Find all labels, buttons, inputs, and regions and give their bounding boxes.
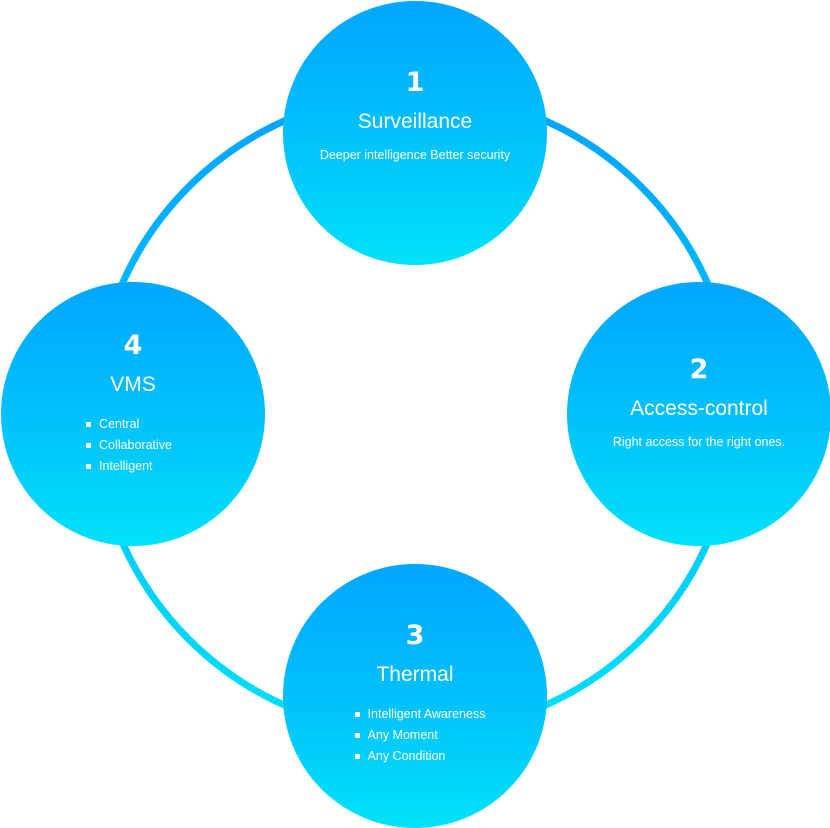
step-bullet-list: Intelligent Awareness Any Moment Any Con… — [354, 704, 486, 767]
step-number: 1 — [405, 67, 425, 98]
bullet-item: Central — [86, 414, 172, 435]
bullet-item: Any Moment — [354, 725, 486, 746]
step-title: Thermal — [376, 663, 454, 686]
bullet-item: Intelligent — [86, 456, 172, 477]
step-number: 3 — [405, 620, 425, 651]
step-bullet-list: Central Collaborative Intelligent — [86, 414, 172, 477]
bullet-item: Collaborative — [86, 435, 172, 456]
step-description: Right access for the right ones. — [612, 435, 786, 449]
step-description: Deeper intelligence Better security — [319, 148, 511, 162]
step-number: 4 — [123, 330, 143, 361]
step-title: Surveillance — [357, 110, 473, 133]
step-access-control: 2 Access-control Right access for the ri… — [567, 282, 830, 546]
step-number: 2 — [689, 354, 709, 385]
step-surveillance: 1 Surveillance Deeper intelligence Bette… — [283, 1, 547, 265]
step-vms: 4 VMS Central Collaborative Intelligent — [1, 282, 265, 546]
bullet-item: Intelligent Awareness — [354, 704, 485, 725]
bullet-item: Any Condition — [354, 746, 486, 767]
step-thermal: 3 Thermal Intelligent Awareness Any Mome… — [283, 564, 547, 828]
step-title: Access-control — [630, 397, 768, 420]
step-title: VMS — [110, 373, 156, 396]
